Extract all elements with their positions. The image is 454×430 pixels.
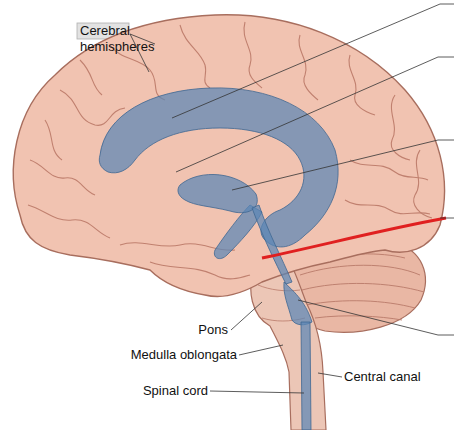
ventricles [178, 174, 257, 212]
ventricles [301, 322, 311, 430]
gyri [28, 22, 432, 279]
gyri [391, 95, 410, 160]
leader-line [210, 391, 304, 393]
section-line [262, 218, 446, 258]
ventricles [252, 205, 292, 284]
ventricles [99, 88, 338, 247]
leader-line [232, 140, 454, 190]
part-label: Medulla oblongata [70, 347, 237, 363]
brainstem [251, 262, 326, 430]
cerebellum [306, 301, 415, 308]
gyri [80, 60, 102, 95]
leader-line [298, 300, 454, 335]
leader-line [176, 57, 454, 172]
leader-line [440, 218, 454, 219]
leader-line [231, 302, 262, 330]
leader-line [239, 345, 283, 355]
part-label: Cerebral hemispheres [80, 23, 170, 55]
gyri [414, 150, 432, 218]
ventricles [284, 282, 312, 325]
part-label: Central canal [344, 369, 449, 385]
gyri [45, 120, 62, 160]
gyri [350, 160, 428, 180]
leader-line [318, 373, 342, 377]
leader-line [130, 4, 454, 393]
gyri [150, 262, 250, 279]
ventricles [99, 88, 338, 430]
gyri [299, 35, 318, 100]
cerebrum [13, 15, 444, 297]
gyri [28, 205, 110, 238]
gyri [244, 22, 262, 88]
part-label: Pons [150, 322, 228, 338]
gyri [345, 200, 430, 214]
cerebrum [13, 15, 444, 297]
part-label: Spinal cord [100, 383, 208, 399]
gyri [180, 25, 210, 88]
brainstem [258, 285, 300, 291]
brainstem [251, 262, 326, 430]
gyri [349, 55, 375, 115]
cerebellum [302, 283, 424, 292]
leader-line [172, 4, 454, 118]
gyri [30, 160, 95, 195]
cerebellum [315, 316, 402, 320]
gyri [60, 90, 125, 125]
cerebellum [300, 265, 420, 275]
